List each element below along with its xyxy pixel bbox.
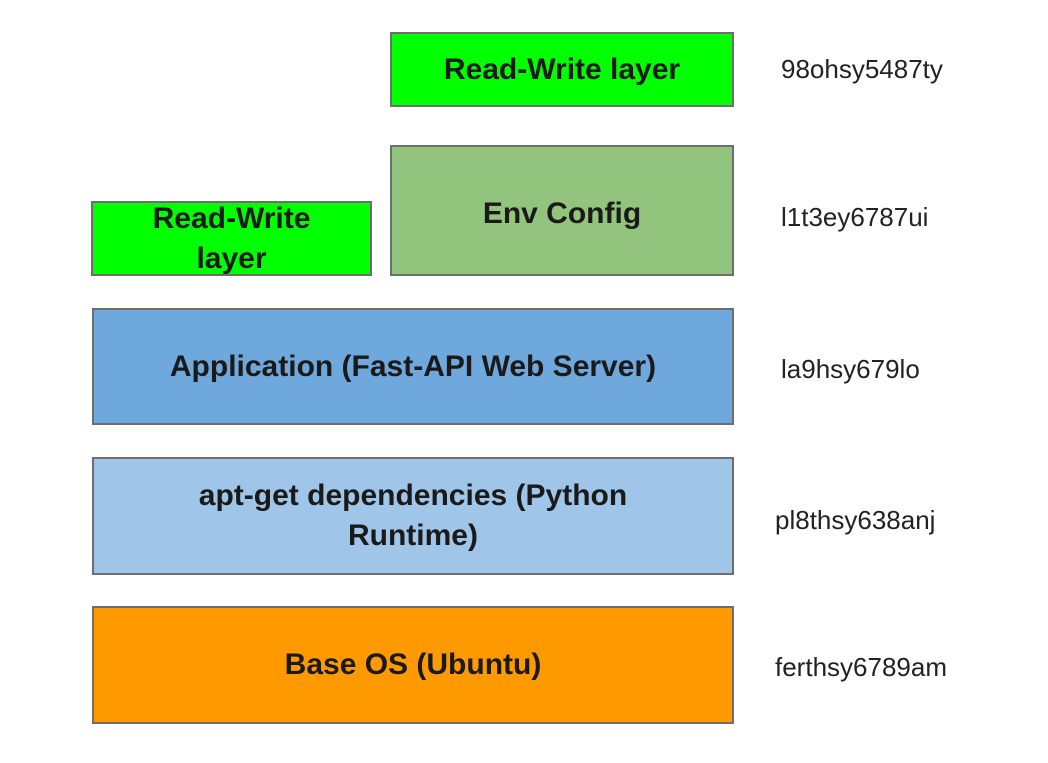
hash-apt-dependencies: pl8thsy638anj: [775, 505, 936, 535]
read-write-layer-top-label: Read-Write layer: [443, 52, 681, 86]
hash-application: la9hsy679lo: [781, 354, 920, 384]
hash-base-os: ferthsy6789am: [775, 652, 947, 682]
env-config-label: Env Config: [482, 197, 642, 230]
hash-env-config: l1t3ey6787ui: [781, 202, 929, 232]
base-os-layer: Base OS (Ubuntu): [92, 606, 734, 724]
read-write-layer-left-label-line2: layer: [196, 241, 267, 275]
apt-dependencies-label-line2: Runtime): [347, 519, 478, 552]
env-config-layer: Env Config: [390, 145, 734, 276]
read-write-layer-top: Read-Write layer: [390, 32, 734, 107]
application-label: Application (Fast-API Web Server): [169, 349, 657, 383]
base-os-label: Base OS (Ubuntu): [284, 648, 542, 681]
apt-dependencies-label-line1: apt-get dependencies (Python: [198, 479, 628, 512]
hash-read-write-layer: 98ohsy5487ty: [781, 54, 943, 84]
read-write-layer-left: Read-Write layer: [91, 201, 372, 276]
apt-dependencies-layer: apt-get dependencies (Python Runtime): [92, 457, 734, 575]
application-layer: Application (Fast-API Web Server): [92, 308, 734, 425]
read-write-layer-left-label-line1: Read-Write: [152, 201, 311, 235]
